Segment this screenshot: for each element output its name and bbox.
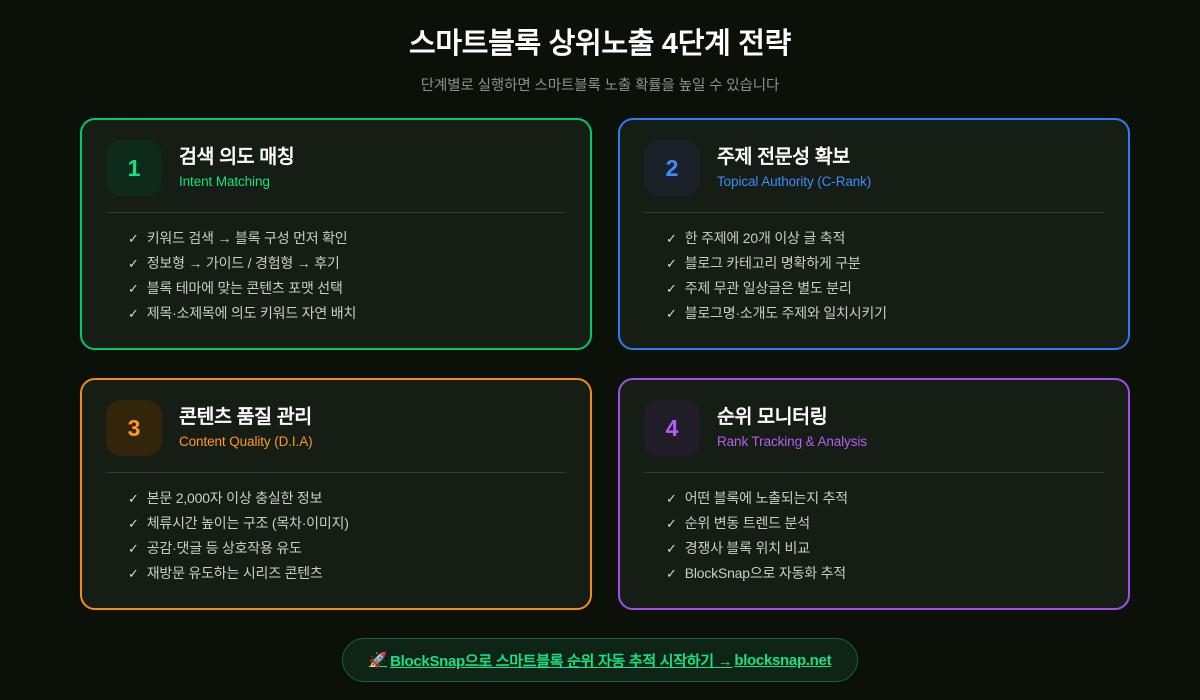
page-subtitle: 단계별로 실행하면 스마트블록 노출 확률을 높일 수 있습니다: [420, 78, 780, 95]
card-1-subtitle: Intent Matching: [179, 174, 270, 190]
list-item: ✓ 정보형 → 가이드 / 경험형 → 후기: [128, 256, 566, 270]
check-mark-icon: ✓: [128, 541, 139, 556]
card-3-divider: [106, 472, 566, 473]
list-item-label: 제목·소제목에 의도 키워드 자연 배치: [146, 305, 357, 321]
strategy-card-4[interactable]: 4 순위 모니터링 Rank Tracking & Analysis ✓ 어떤 블…: [618, 378, 1130, 610]
cta-label: BlockSnap으로 스마트블록 순위 자동 추적 시작하기 →: [390, 652, 733, 670]
check-mark-icon: ✓: [128, 491, 139, 506]
rocket-icon: 🚀: [368, 651, 388, 669]
check-mark-icon: ✓: [666, 541, 677, 556]
list-item: ✓ BlockSnap으로 자동화 추적: [666, 566, 1104, 580]
card-2-header: 2 주제 전문성 확보 Topical Authority (C-Rank): [644, 140, 1104, 212]
strategy-cards-grid: 1 검색 의도 매칭 Intent Matching ✓ 키워드 검색 → 블록 …: [80, 118, 1130, 610]
card-1-heading-group: 검색 의도 매칭 Intent Matching: [179, 145, 295, 190]
card-3-step-badge: 3: [106, 400, 162, 456]
check-mark-icon: ✓: [666, 491, 677, 506]
card-1-step-badge: 1: [106, 140, 162, 196]
list-item-label: 블록 테마에 맞는 콘텐츠 포맷 선택: [146, 280, 343, 296]
cta-domain: blocksnap.net: [734, 651, 832, 669]
card-3-header: 3 콘텐츠 품질 관리 Content Quality (D.I.A): [106, 400, 566, 472]
list-item: ✓ 주제 무관 일상글은 별도 분리: [666, 281, 1104, 295]
page-header: 스마트블록 상위노출 4단계 전략 단계별로 실행하면 스마트블록 노출 확률을…: [0, 0, 1200, 95]
list-item-label: 블로그명·소개도 주제와 일치시키기: [684, 305, 887, 321]
cta-container: 🚀BlockSnap으로 스마트블록 순위 자동 추적 시작하기 → block…: [0, 638, 1200, 682]
list-item: ✓ 한 주제에 20개 이상 글 축적: [666, 231, 1104, 245]
card-4-subtitle: Rank Tracking & Analysis: [717, 434, 867, 450]
check-mark-icon: ✓: [128, 516, 139, 531]
list-item-label: 정보형 → 가이드 / 경험형 → 후기: [146, 255, 340, 271]
check-mark-icon: ✓: [128, 281, 139, 296]
check-mark-icon: ✓: [666, 256, 677, 271]
list-item-label: 주제 무관 일상글은 별도 분리: [684, 280, 852, 296]
card-4-divider: [644, 472, 1104, 473]
card-4-title: 순위 모니터링: [717, 405, 828, 428]
list-item-label: 어떤 블록에 노출되는지 추적: [684, 490, 848, 506]
list-item-label: 경쟁사 블록 위치 비교: [684, 540, 810, 556]
check-mark-icon: ✓: [666, 516, 677, 531]
list-item-label: 블로그 카테고리 명확하게 구분: [684, 255, 861, 271]
card-4-checklist: ✓ 어떤 블록에 노출되는지 추적 ✓ 순위 변동 트렌드 분석 ✓ 경쟁사 블록 위…: [644, 473, 1104, 580]
list-item: ✓ 블록 테마에 맞는 콘텐츠 포맷 선택: [128, 281, 566, 295]
page-title: 스마트블록 상위노출 4단계 전략: [408, 28, 792, 60]
list-item: ✓ 블로그 카테고리 명확하게 구분: [666, 256, 1104, 270]
strategy-card-3[interactable]: 3 콘텐츠 품질 관리 Content Quality (D.I.A) ✓ 본문 …: [80, 378, 592, 610]
list-item: ✓ 제목·소제목에 의도 키워드 자연 배치: [128, 306, 566, 320]
card-3-title: 콘텐츠 품질 관리: [179, 405, 312, 428]
list-item-label: 체류시간 높이는 구조 (목차·이미지): [146, 515, 349, 531]
card-3-subtitle: Content Quality (D.I.A): [179, 434, 313, 450]
strategy-card-1[interactable]: 1 검색 의도 매칭 Intent Matching ✓ 키워드 검색 → 블록 …: [80, 118, 592, 350]
list-item-label: 공감·댓글 등 상호작용 유도: [146, 540, 302, 556]
list-item: ✓ 키워드 검색 → 블록 구성 먼저 확인: [128, 231, 566, 245]
card-4-heading-group: 순위 모니터링 Rank Tracking & Analysis: [717, 406, 867, 450]
check-mark-icon: ✓: [128, 231, 139, 246]
list-item: ✓ 경쟁사 블록 위치 비교: [666, 541, 1104, 555]
list-item-label: 순위 변동 트렌드 분석: [684, 515, 810, 531]
list-item-label: 본문 2,000자 이상 충실한 정보: [146, 490, 323, 506]
list-item-label: 키워드 검색 → 블록 구성 먼저 확인: [146, 230, 348, 246]
check-mark-icon: ✓: [666, 566, 677, 581]
list-item: ✓ 블로그명·소개도 주제와 일치시키기: [666, 306, 1104, 320]
list-item: ✓ 순위 변동 트렌드 분석: [666, 516, 1104, 530]
list-item: ✓ 어떤 블록에 노출되는지 추적: [666, 491, 1104, 505]
card-1-title: 검색 의도 매칭: [179, 145, 295, 168]
check-mark-icon: ✓: [128, 566, 139, 581]
card-4-step-badge: 4: [644, 400, 700, 456]
blocksnap-cta-button[interactable]: 🚀BlockSnap으로 스마트블록 순위 자동 추적 시작하기 → block…: [341, 638, 859, 682]
list-item-label: 재방문 유도하는 시리즈 콘텐츠: [146, 565, 323, 581]
card-2-subtitle: Topical Authority (C-Rank): [717, 174, 872, 190]
card-1-checklist: ✓ 키워드 검색 → 블록 구성 먼저 확인 ✓ 정보형 → 가이드 / 경험형 →…: [106, 213, 566, 320]
list-item: ✓ 체류시간 높이는 구조 (목차·이미지): [128, 516, 566, 530]
list-item-label: 한 주제에 20개 이상 글 축적: [684, 230, 846, 246]
check-mark-icon: ✓: [666, 306, 677, 321]
check-mark-icon: ✓: [666, 231, 677, 246]
check-mark-icon: ✓: [666, 281, 677, 296]
list-item: ✓ 공감·댓글 등 상호작용 유도: [128, 541, 566, 555]
card-1-divider: [106, 212, 566, 213]
card-1-header: 1 검색 의도 매칭 Intent Matching: [106, 140, 566, 212]
card-3-heading-group: 콘텐츠 품질 관리 Content Quality (D.I.A): [179, 406, 313, 450]
card-4-header: 4 순위 모니터링 Rank Tracking & Analysis: [644, 400, 1104, 472]
list-item: ✓ 본문 2,000자 이상 충실한 정보: [128, 491, 566, 505]
card-2-divider: [644, 212, 1104, 213]
check-mark-icon: ✓: [128, 306, 139, 321]
card-2-heading-group: 주제 전문성 확보 Topical Authority (C-Rank): [717, 146, 871, 190]
card-2-checklist: ✓ 한 주제에 20개 이상 글 축적 ✓ 블로그 카테고리 명확하게 구분 ✓ 주제…: [644, 213, 1104, 320]
card-2-title: 주제 전문성 확보: [717, 145, 850, 168]
list-item-label: BlockSnap으로 자동화 추적: [684, 565, 846, 581]
list-item: ✓ 재방문 유도하는 시리즈 콘텐츠: [128, 566, 566, 580]
check-mark-icon: ✓: [128, 256, 139, 271]
strategy-card-2[interactable]: 2 주제 전문성 확보 Topical Authority (C-Rank) ✓…: [618, 118, 1130, 350]
card-3-checklist: ✓ 본문 2,000자 이상 충실한 정보 ✓ 체류시간 높이는 구조 (목차·이미…: [106, 473, 566, 580]
card-2-step-badge: 2: [644, 140, 700, 196]
